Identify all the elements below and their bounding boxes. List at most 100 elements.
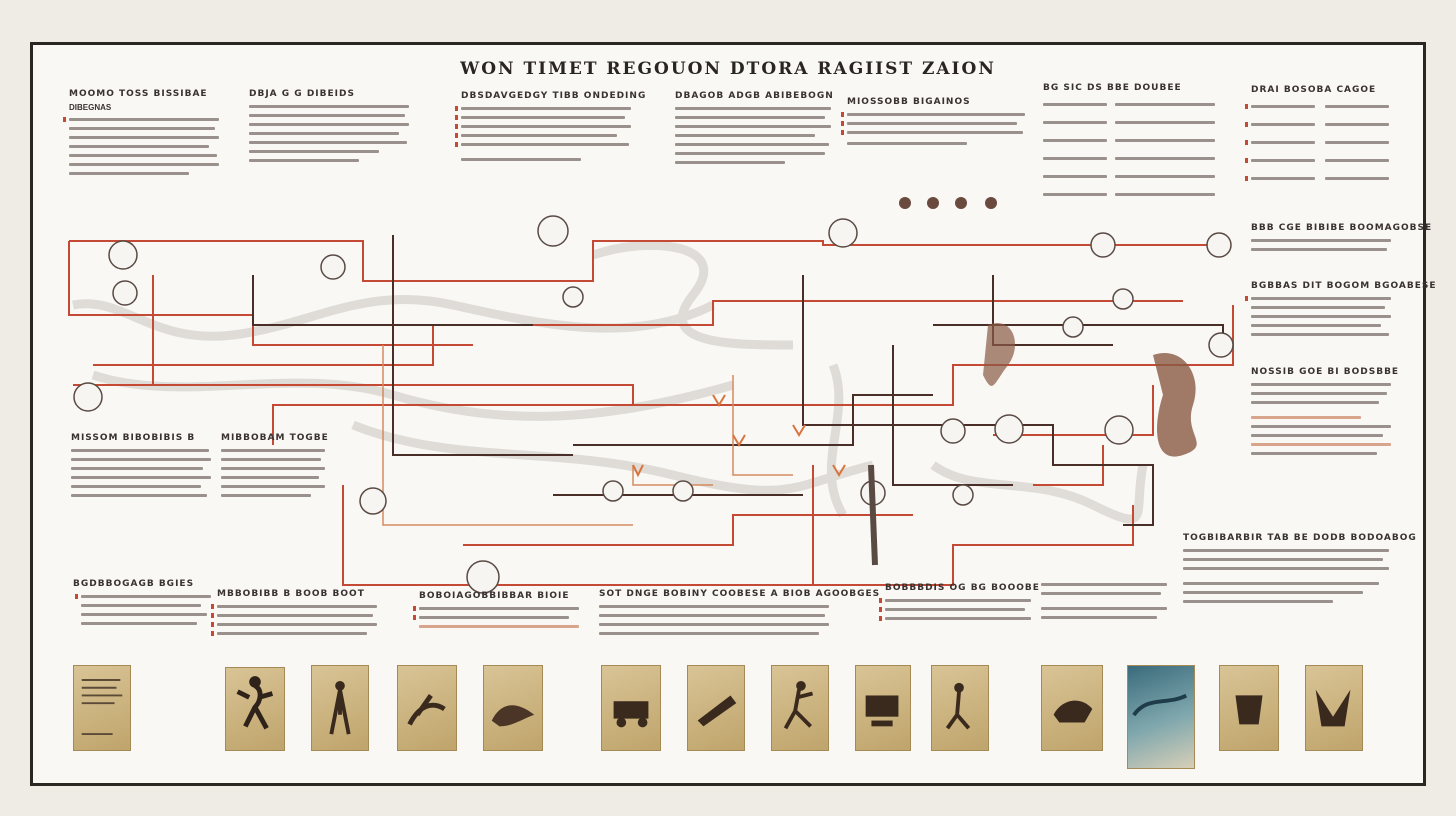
text-line [1115,193,1215,196]
text-line [249,105,409,108]
accent-mark [712,394,726,407]
block-heading: BOBBBDIS OG BG BOOOBE [885,583,1040,593]
text-line [1115,157,1215,160]
text-line [71,476,211,479]
block-heading: NOSSIB GOE BI BODSBBE [1251,367,1400,377]
text-block: MISSOM BIBOBIBIS B [71,433,221,503]
text-line [221,467,325,470]
route-orange [382,345,633,526]
node-dot [955,197,967,209]
route-red [73,305,1234,406]
text-line [1251,443,1391,446]
text-line [1245,158,1315,163]
text-block: MIBBOBAM TOGBE [221,433,331,503]
text-line [413,615,569,620]
node [952,484,974,506]
thumbnail-row [33,661,1423,781]
text-line [1043,121,1107,124]
accent-mark [832,464,846,477]
text-line [1183,600,1333,603]
text-line [1115,175,1215,178]
text-line [249,150,379,153]
block-heading: MOOMO TOSS BISSIBAE [69,89,208,99]
text-line [1325,177,1389,180]
text-block: NOSSIB GOE BI BODSBBE [1251,367,1400,461]
text-line [1325,123,1389,126]
text-line [599,605,829,608]
text-block: DBAGOB ADGB ABIBEBOGN [675,91,833,170]
thumbnail-wave [1127,665,1195,769]
ribbon [72,294,716,341]
node [537,215,569,247]
map-blob [1153,353,1197,457]
text-line [1041,583,1167,586]
text-line [841,130,1023,135]
text-line [1251,239,1391,242]
block-heading: BGDBBOGAGB BGIES [73,579,195,589]
block-heading: MBBOBIBB B BOOB BOOT [217,589,365,599]
block-heading: MIBBOBAM TOGBE [221,433,329,443]
text-line [419,625,579,628]
flow-diagram [68,197,1234,594]
text-block: BG SIC DS BBE DOUBEE [1043,83,1223,207]
ribbon [826,363,847,518]
text-line [249,159,359,162]
text-line [211,622,377,627]
node [1206,232,1232,258]
text-line [1043,139,1107,142]
text-line [71,494,207,497]
text-line [675,143,829,146]
text-line [1251,315,1391,318]
block-heading: DRAI BOSOBA CAGOE [1251,85,1377,95]
route-red [1033,445,1104,486]
text-block [1041,573,1171,625]
center-stem [868,464,878,566]
block-heading: MIOSSOBB BIGAINOS [847,97,971,107]
route-red [69,240,1228,282]
accent-mark [792,424,806,437]
thumbnail-device [855,665,911,751]
block-heading: DBSDAVGEDGY TIBB ONDEDING [461,91,647,101]
text-line [69,154,217,157]
text-line [675,134,815,137]
text-line [1251,324,1381,327]
ribbon [930,461,1148,524]
text-line [1325,105,1389,108]
ribbon [591,240,794,350]
route-red [463,514,913,546]
route-dark [392,235,573,456]
route-dark [573,394,933,446]
text-line [69,172,189,175]
text-line [71,449,209,452]
text-line [71,467,203,470]
route-dark [892,345,1013,486]
text-line [1115,103,1215,106]
text-line [1183,549,1389,552]
text-line [1251,333,1389,336]
text-block: MIOSSOBB BIGAINOS [841,97,1027,151]
text-block: DBSDAVGEDGY TIBB ONDEDING [455,91,647,167]
text-line [1245,176,1315,181]
route-orange [732,375,793,476]
text-block: TOGBIBARBIR TAB BE DODB BODOABOG [1183,533,1416,609]
text-line [1043,193,1107,196]
text-line [841,112,1025,117]
node [994,414,1024,444]
text-line [81,622,197,625]
text-line [675,152,825,155]
node [602,480,624,502]
ribbon [351,420,875,495]
text-line [69,127,215,130]
text-line [1115,121,1215,124]
text-line [1251,416,1361,419]
route-red [93,300,1183,366]
node-dot [985,197,997,209]
node [1112,288,1134,310]
node-dot [899,197,911,209]
text-line [1041,616,1157,619]
node [1208,332,1234,358]
route-dark [802,275,1154,526]
text-line [69,136,219,139]
node [562,286,584,308]
text-line [1183,558,1383,561]
